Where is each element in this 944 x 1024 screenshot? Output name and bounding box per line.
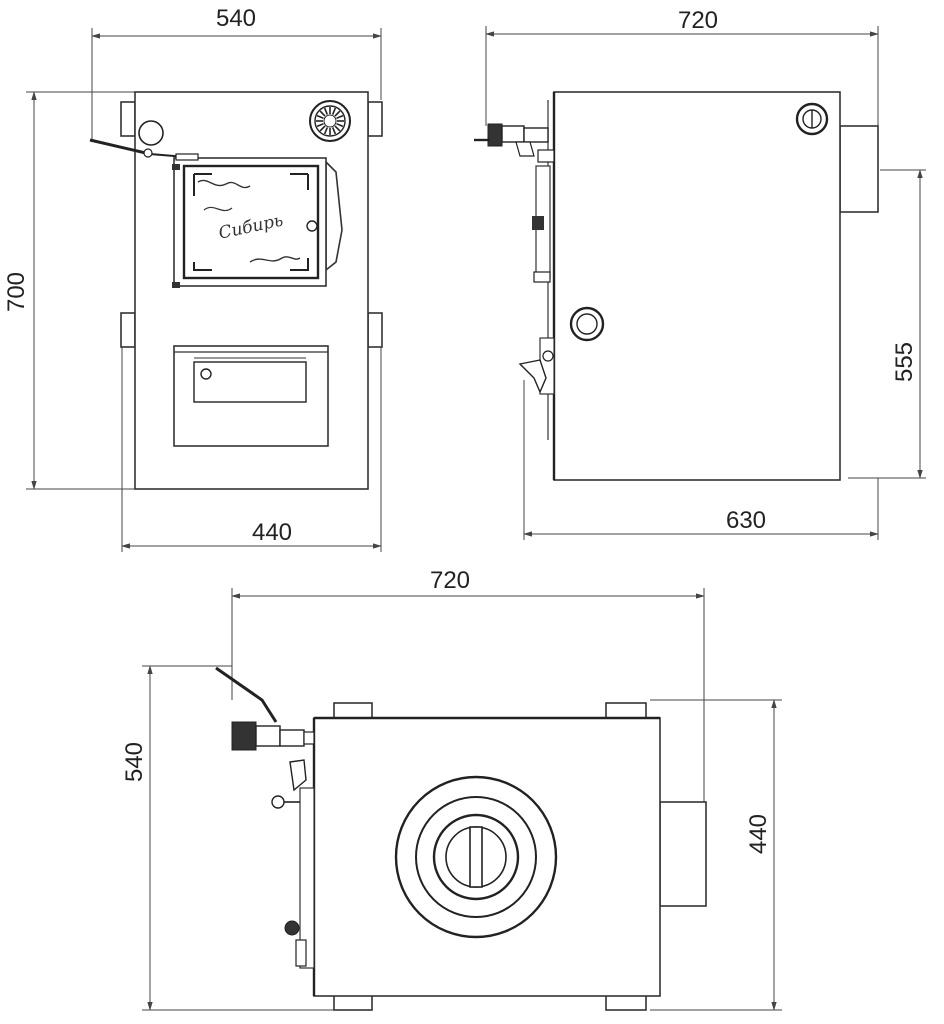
dimension-top-width-left: 540: [121, 665, 334, 1011]
dimension-front-width-bottom: 440: [121, 340, 382, 552]
top-foot-upper-right: [605, 702, 647, 720]
dim-label-700: 700: [3, 272, 30, 312]
side-lower-port-icon: [569, 306, 605, 342]
top-flue-pipe: [659, 801, 707, 907]
dimension-side-depth-top: 720: [485, 7, 879, 126]
front-firebox-door: Сибирь: [172, 153, 343, 288]
front-ash-door: [173, 345, 329, 447]
side-flue-pipe: [839, 125, 879, 213]
dim-label-720-side: 720: [678, 7, 718, 34]
dim-label-540-top: 540: [121, 742, 148, 782]
front-tab-lower-right: [367, 312, 383, 348]
side-upper-port-icon: [795, 102, 829, 136]
dim-label-555: 555: [891, 342, 918, 382]
top-foot-upper-left: [333, 702, 373, 720]
side-door-hinges: [518, 149, 555, 395]
draft-lever-icon: [89, 120, 199, 159]
top-door-edge: [271, 759, 315, 969]
dim-label-630: 630: [726, 507, 766, 534]
dimension-top-width-right: 440: [650, 699, 782, 1011]
dimension-front-width-top: 540: [91, 5, 382, 140]
top-hotplate-rings-icon: [394, 775, 558, 939]
side-view: 720 555 630: [474, 7, 926, 540]
front-tab-upper-right: [367, 101, 383, 137]
side-boiler-body: [553, 91, 841, 481]
dimension-top-depth: 720: [231, 567, 705, 808]
top-draft-regulator-icon: [215, 666, 315, 751]
dimension-side-depth-bottom: 630: [523, 380, 879, 540]
side-draft-regulator-icon: [474, 123, 549, 157]
dim-label-440-front: 440: [252, 519, 292, 546]
dimension-front-height: 700: [3, 91, 135, 490]
front-view: 540 700 440: [3, 5, 383, 552]
ash-door-knob-icon: [200, 368, 212, 380]
dim-label-540-front: 540: [216, 5, 256, 32]
dimension-side-flue-height: 555: [848, 169, 926, 479]
front-tab-upper-left: [120, 101, 136, 137]
top-view: 720 540 440: [121, 567, 782, 1011]
thermometer-dial-icon: [309, 100, 351, 142]
front-tab-lower-left: [120, 312, 136, 348]
dim-label-440-top: 440: [745, 814, 772, 854]
dim-label-720-top: 720: [430, 567, 470, 594]
